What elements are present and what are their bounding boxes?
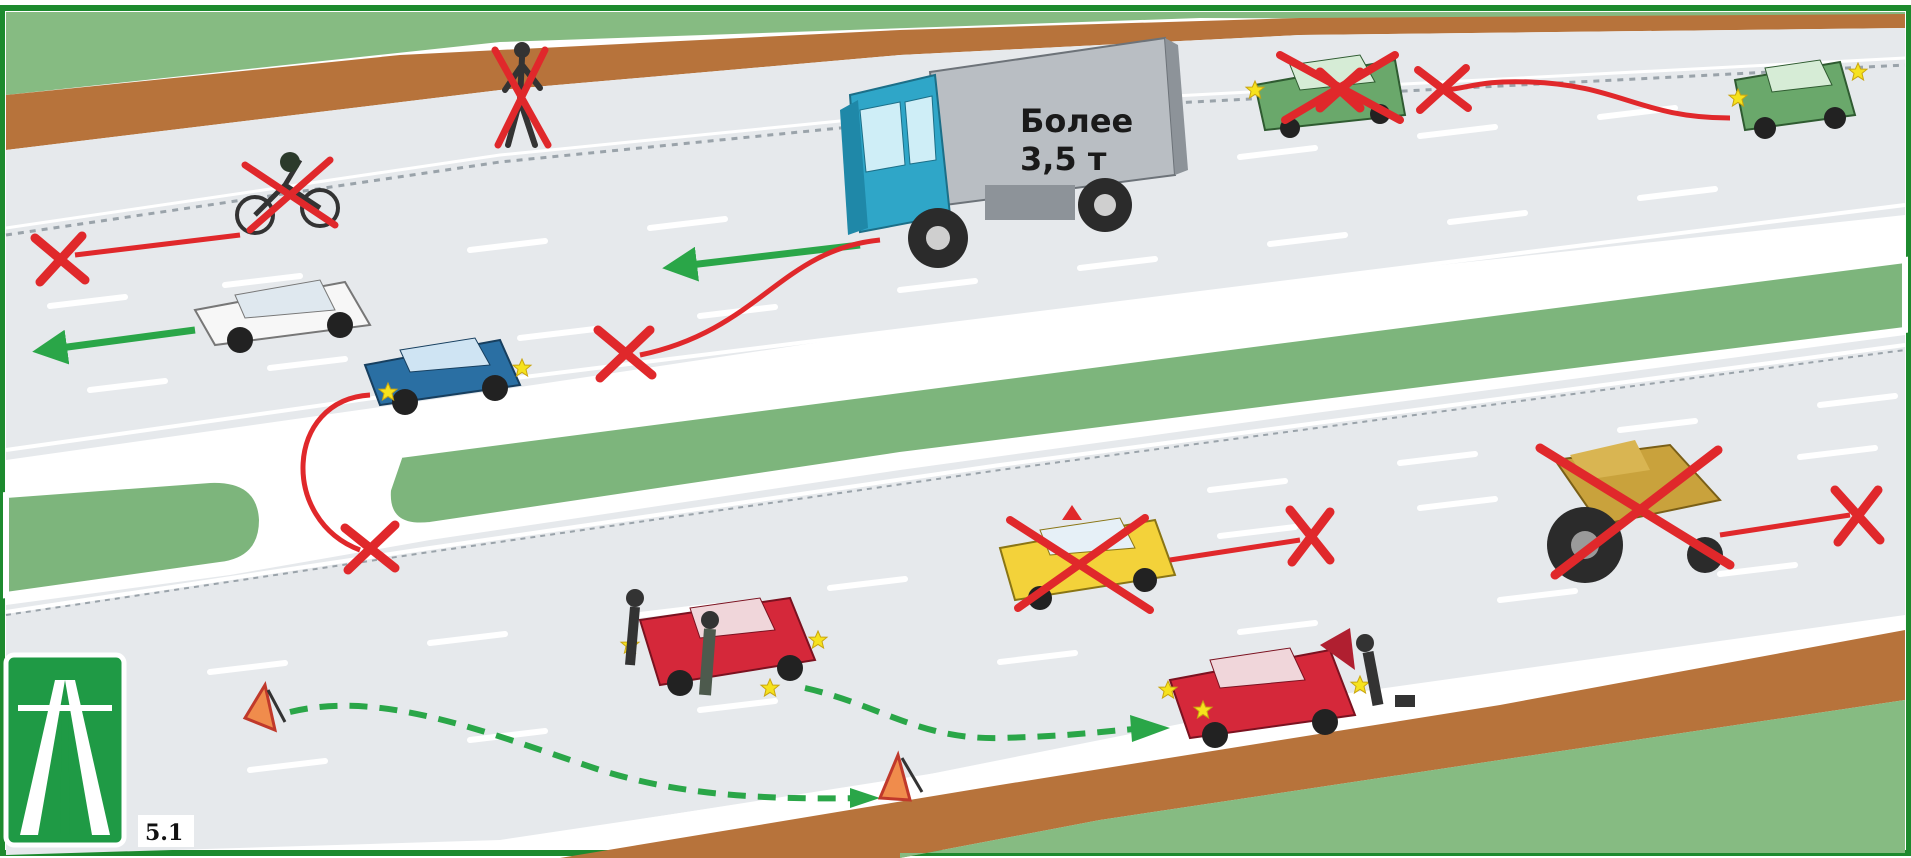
- motorway-sign-icon: [6, 655, 124, 845]
- truck-weight-label-line1: Более: [1020, 102, 1133, 140]
- sign-number: 5.1: [145, 820, 183, 846]
- truck-weight-label-line2: 3,5 т: [1020, 140, 1107, 178]
